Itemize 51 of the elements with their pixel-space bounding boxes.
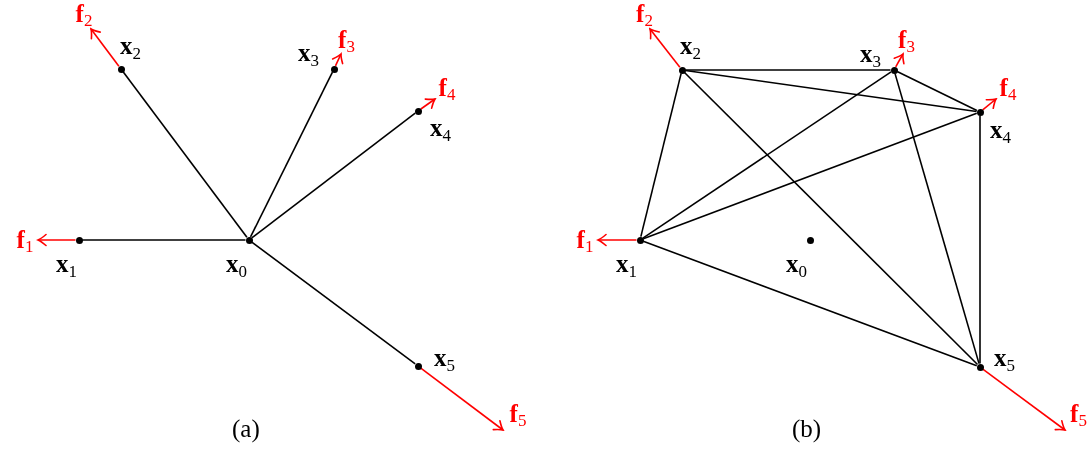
point-dot [75,236,83,244]
point-label: x$_{1}$ [616,251,637,281]
point-label: x$_{1}$ [56,251,77,281]
point-label: x$_{3}$ [860,41,881,71]
point-label: x$_{0}$ [786,251,807,281]
connector-line [81,239,247,241]
force-label: f$_{5}$ [1070,400,1087,430]
point-dot [414,362,422,370]
point-label: x$_{0}$ [226,251,247,281]
point-dot [330,65,338,73]
connector-line [642,240,978,367]
subfigure-label: (b) [792,416,822,445]
connector-line [642,71,892,239]
connector-line [896,70,978,112]
connector-line [122,71,248,238]
connector-line [251,241,416,365]
force-label: f$_{3}$ [338,26,355,56]
point-label: x$_{2}$ [120,33,141,63]
point-dot [414,107,422,115]
point-dot [245,236,253,244]
point-dot [976,363,984,371]
force-label: f$_{2}$ [636,0,653,30]
point-label: x$_{5}$ [994,345,1015,375]
force-label: f$_{3}$ [898,26,915,56]
connector-line [640,72,682,238]
connector-line [642,112,978,240]
force-label: f$_{4}$ [438,74,456,104]
point-label: x$_{3}$ [298,40,319,70]
point-dot [678,66,686,74]
point-dot [636,236,644,244]
force-label: f$_{2}$ [75,0,93,30]
connector-line [684,69,892,71]
point-dot [890,66,898,74]
connector-line [251,112,417,239]
connector-line [979,114,981,365]
point-label: x$_{4}$ [990,117,1011,147]
connector-line [894,72,980,365]
point-label: x$_{4}$ [430,115,451,145]
connector-line [684,69,978,113]
connector-line [249,71,334,238]
force-label: f$_{4}$ [999,74,1017,104]
connector-line [683,71,979,366]
point-dot [806,236,814,244]
force-label: f$_{1}$ [16,226,34,256]
force-label: f$_{1}$ [576,226,594,256]
point-label: x$_{2}$ [680,33,701,63]
force-label: f$_{5}$ [509,400,527,430]
subfigure-label: (a) [232,416,260,445]
point-dot [117,65,125,73]
point-label: x$_{5}$ [434,345,455,375]
point-dot [976,108,984,116]
